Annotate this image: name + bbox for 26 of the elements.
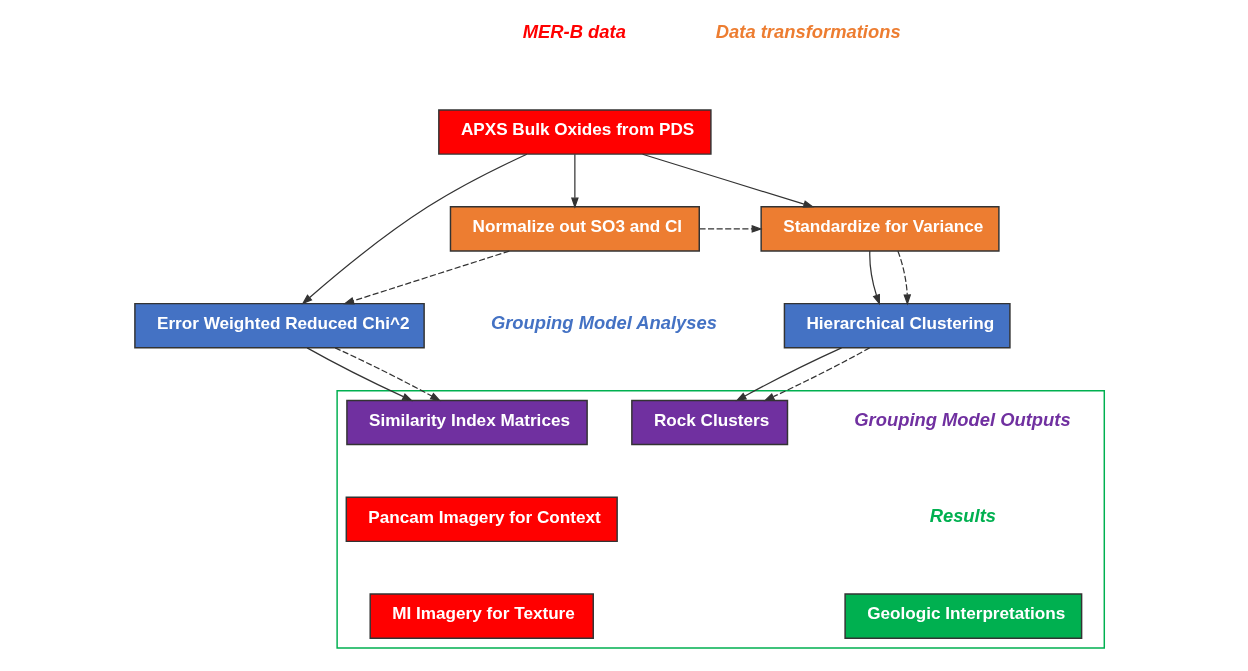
- label: Grouping Model Analyses: [490, 311, 717, 333]
- arrow: [301, 153, 527, 305]
- node-box: Pancam Imagery for Context: [345, 496, 618, 543]
- node-box: Standardize for Variance: [759, 206, 1000, 252]
- arrow: [641, 153, 814, 208]
- label: Data transformations: [715, 21, 901, 43]
- arrow: [763, 347, 870, 402]
- node-box: Hierarchical Clustering: [783, 302, 1011, 349]
- arrow: [698, 225, 763, 233]
- node-box: Similarity Index Matrices: [345, 399, 588, 446]
- node-box: Rock Clusters: [630, 399, 788, 446]
- arrow: [570, 153, 579, 209]
- arrow: [896, 250, 911, 306]
- node-box: Normalize out SO3 and Cl: [449, 206, 700, 252]
- node-box: MI Imagery for Texture: [368, 593, 594, 639]
- node-box: Geologic Interpretations: [843, 593, 1082, 639]
- arrow: [868, 250, 880, 306]
- arrow: [735, 347, 842, 402]
- label: Results: [929, 505, 996, 527]
- arrow: [342, 250, 510, 305]
- arrow: [306, 347, 413, 402]
- label: Grouping Model Outputs: [853, 408, 1071, 430]
- label: MER-B data: [522, 21, 626, 43]
- node-box: APXS Bulk Oxides from PDS: [437, 109, 712, 155]
- node-box: Error Weighted Reduced Chi^2: [133, 302, 425, 349]
- arrow: [334, 347, 441, 402]
